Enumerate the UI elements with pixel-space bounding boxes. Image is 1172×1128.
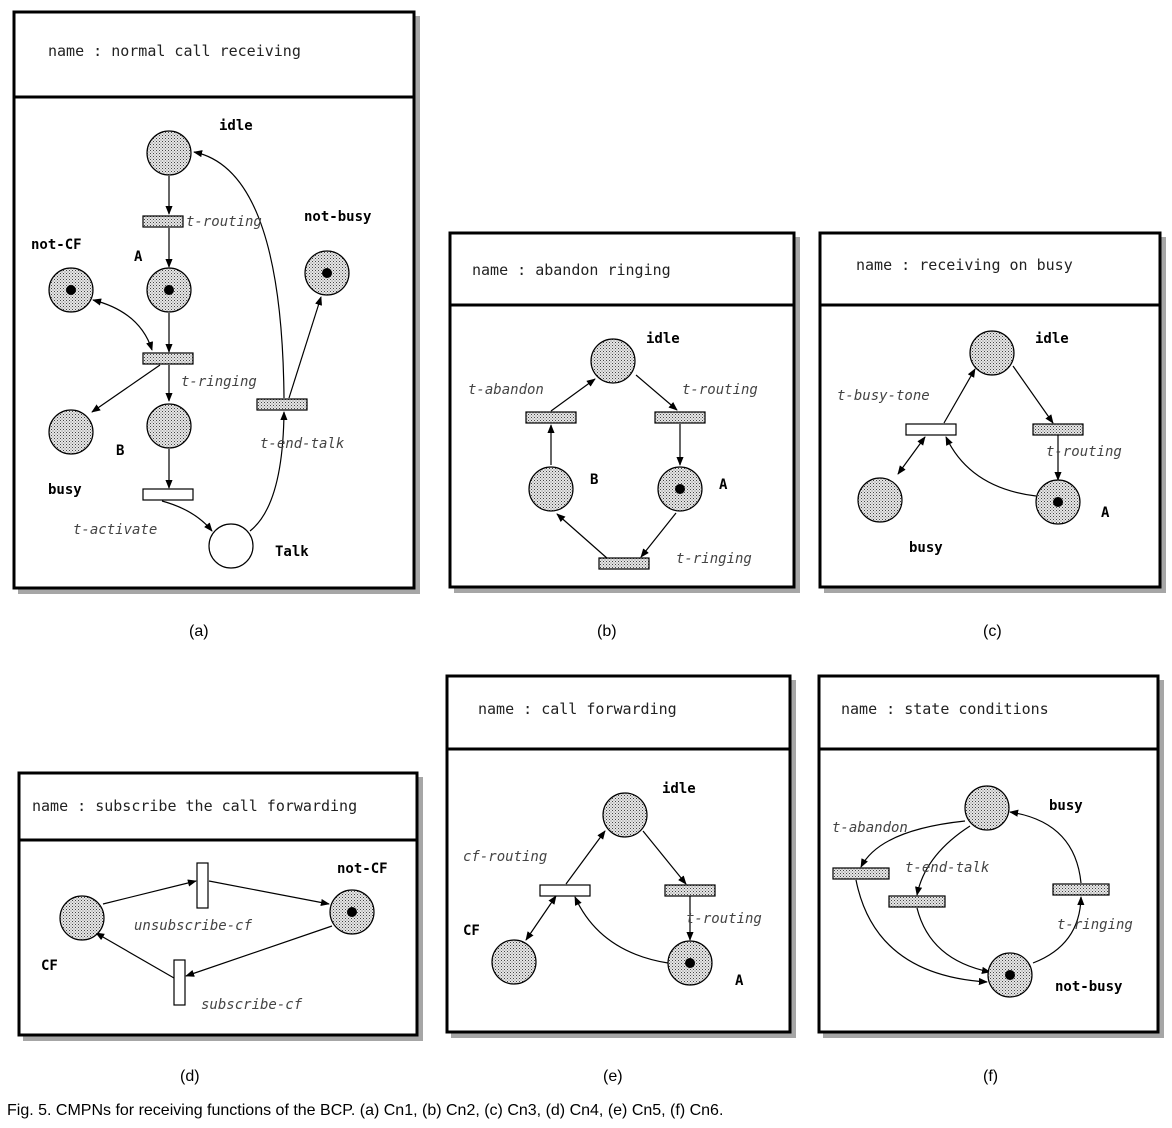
place-busy xyxy=(857,477,903,523)
label-b: B xyxy=(590,472,598,488)
label-not-busy: not-busy xyxy=(1055,979,1123,995)
label-a: A xyxy=(134,249,143,265)
token xyxy=(164,285,174,295)
place-idle xyxy=(590,338,636,384)
label-idle: idle xyxy=(219,118,253,134)
panel-c: name : receiving on busy idle busy A t-b… xyxy=(818,231,1166,593)
subcaption-f: (f) xyxy=(983,1068,998,1085)
place-busy xyxy=(964,785,1010,831)
transition-subscribe-cf xyxy=(173,959,186,1006)
label-idle: idle xyxy=(662,781,696,797)
label-t-busy-tone: t-busy-tone xyxy=(837,388,930,404)
transition-t-end-talk xyxy=(888,895,946,908)
place-talk xyxy=(208,523,254,569)
panel-e-header: name : call forwarding xyxy=(478,700,677,718)
label-a: A xyxy=(719,477,728,493)
token xyxy=(66,285,76,295)
transition-t-activate xyxy=(142,488,194,501)
label-busy: busy xyxy=(1049,798,1083,814)
label-t-routing: t-routing xyxy=(1046,444,1122,460)
transition-t-abandon xyxy=(832,867,890,880)
transition-t-ringing xyxy=(1052,883,1110,896)
place-idle xyxy=(146,130,192,176)
label-t-routing: t-routing xyxy=(682,382,758,398)
panel-c-header: name : receiving on busy xyxy=(856,256,1073,274)
transition-t-routing xyxy=(664,884,716,897)
place-idle xyxy=(602,792,648,838)
label-t-routing: t-routing xyxy=(186,214,262,230)
label-cf-routing: cf-routing xyxy=(463,849,547,865)
label-t-end-talk: t-end-talk xyxy=(905,860,990,876)
label-idle: idle xyxy=(646,331,680,347)
token xyxy=(347,907,357,917)
panel-f: name : state conditions busy not-busy t-… xyxy=(817,674,1164,1038)
place-cf xyxy=(491,939,537,985)
label-not-busy: not-busy xyxy=(304,209,372,225)
label-t-ringing: t-ringing xyxy=(676,551,752,567)
label-t-ringing: t-ringing xyxy=(181,374,257,390)
label-b: B xyxy=(116,443,124,459)
token xyxy=(1053,497,1063,507)
place-b xyxy=(528,466,574,512)
subcaption-b: (b) xyxy=(597,623,617,640)
label-idle: idle xyxy=(1035,331,1069,347)
token xyxy=(322,268,332,278)
label-t-end-talk: t-end-talk xyxy=(260,436,345,452)
panel-d-header: name : subscribe the call forwarding xyxy=(32,797,357,815)
panel-a: name : normal call receiving idle not-bu… xyxy=(12,10,420,594)
place-busy xyxy=(48,409,94,455)
label-unsubscribe-cf: unsubscribe-cf xyxy=(134,918,253,934)
transition-t-ringing xyxy=(142,352,194,365)
transition-t-routing xyxy=(1032,423,1084,436)
transition-t-routing xyxy=(654,411,706,424)
transition-t-end-talk xyxy=(256,398,308,411)
panel-f-header: name : state conditions xyxy=(841,700,1049,718)
subcaption-d: (d) xyxy=(180,1068,200,1085)
panel-b: name : abandon ringing idle B A t-abando… xyxy=(448,231,800,593)
place-b xyxy=(146,403,192,449)
label-t-abandon: t-abandon xyxy=(468,382,544,398)
label-not-cf: not-CF xyxy=(337,861,388,877)
token xyxy=(685,958,695,968)
label-not-cf: not-CF xyxy=(31,237,82,253)
label-busy: busy xyxy=(48,482,82,498)
label-a: A xyxy=(735,973,744,989)
label-subscribe-cf: subscribe-cf xyxy=(201,997,303,1013)
panel-d: name : subscribe the call forwarding not… xyxy=(17,771,423,1041)
transition-cf-routing xyxy=(539,884,591,897)
figure-caption: Fig. 5. CMPNs for receiving functions of… xyxy=(7,1102,723,1119)
place-cf xyxy=(59,895,105,941)
label-cf: CF xyxy=(41,958,58,974)
label-busy: busy xyxy=(909,540,943,556)
transition-unsubscribe-cf xyxy=(196,862,209,909)
panel-a-header: name : normal call receiving xyxy=(48,42,301,60)
subcaption-e: (e) xyxy=(603,1068,623,1085)
label-talk: Talk xyxy=(275,544,309,560)
subcaption-c: (c) xyxy=(983,623,1002,640)
transition-t-busy-tone xyxy=(905,423,957,436)
panel-e: name : call forwarding idle CF A cf-rout… xyxy=(445,674,796,1038)
label-t-abandon: t-abandon xyxy=(832,820,908,836)
transition-t-routing xyxy=(142,215,184,228)
transition-t-ringing xyxy=(598,557,650,570)
label-a: A xyxy=(1101,505,1110,521)
subcaption-a: (a) xyxy=(189,623,209,640)
label-t-activate: t-activate xyxy=(73,522,157,538)
place-idle xyxy=(969,330,1015,376)
label-t-routing: t-routing xyxy=(686,911,762,927)
transition-t-abandon xyxy=(525,411,577,424)
panel-b-header: name : abandon ringing xyxy=(472,261,671,279)
label-t-ringing: t-ringing xyxy=(1057,917,1133,933)
label-cf: CF xyxy=(463,923,480,939)
token xyxy=(1005,970,1015,980)
token xyxy=(675,484,685,494)
